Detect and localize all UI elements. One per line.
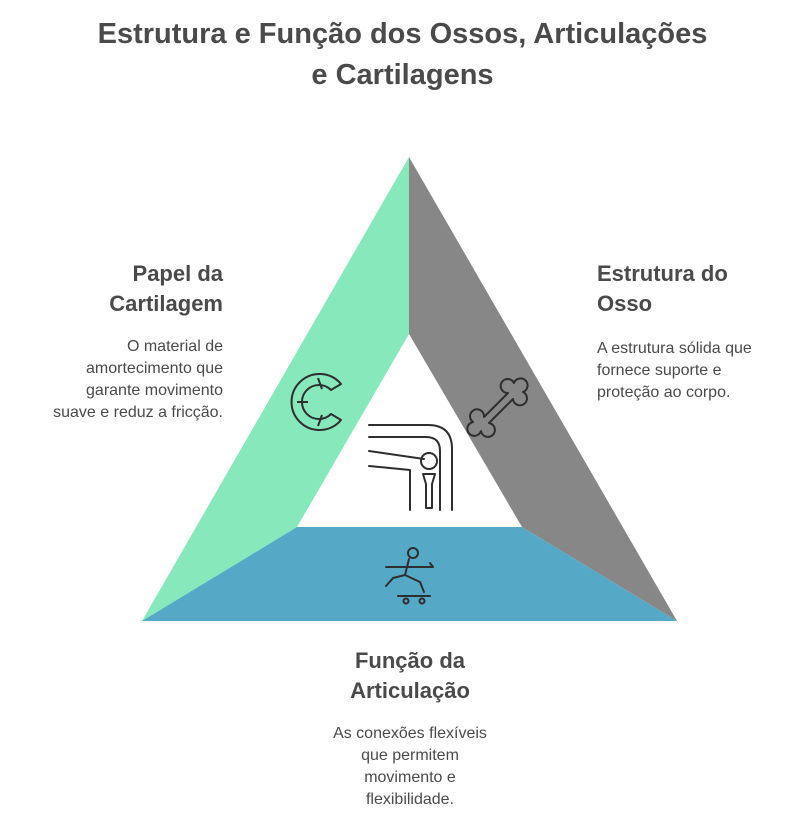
- joint-title: Função da Articulação: [350, 648, 470, 703]
- title-line-1: Estrutura e Função dos Ossos, Articulaçõ…: [97, 18, 708, 50]
- joint-description: As conexões flexíveis que permitem movim…: [333, 725, 487, 808]
- bone-segment: [409, 157, 677, 621]
- knee-joint-icon: [368, 424, 453, 511]
- cartilage-segment: [142, 157, 409, 621]
- cartilage-c-icon: [290, 373, 342, 431]
- title-line-2: e Cartilagens: [311, 59, 494, 91]
- bone-icon: [466, 377, 529, 438]
- bone-description: A estrutura sólida que fornece suporte e…: [597, 340, 752, 401]
- joint-label: Função da Articulação As conexões flexív…: [250, 646, 570, 811]
- bone-label: Estrutura do Osso A estrutura sólida que…: [597, 259, 797, 404]
- page-title: Estrutura e Função dos Ossos, Articulaçõ…: [0, 14, 805, 96]
- cartilage-label: Papel da Cartilagem O material de amorte…: [0, 259, 223, 424]
- cartilage-title: Papel da Cartilagem: [109, 261, 223, 316]
- bone-title: Estrutura do Osso: [597, 261, 728, 316]
- cartilage-description: O material de amortecimento que garante …: [53, 338, 223, 421]
- joint-segment: [142, 527, 677, 621]
- skateboarder-icon: [385, 547, 434, 605]
